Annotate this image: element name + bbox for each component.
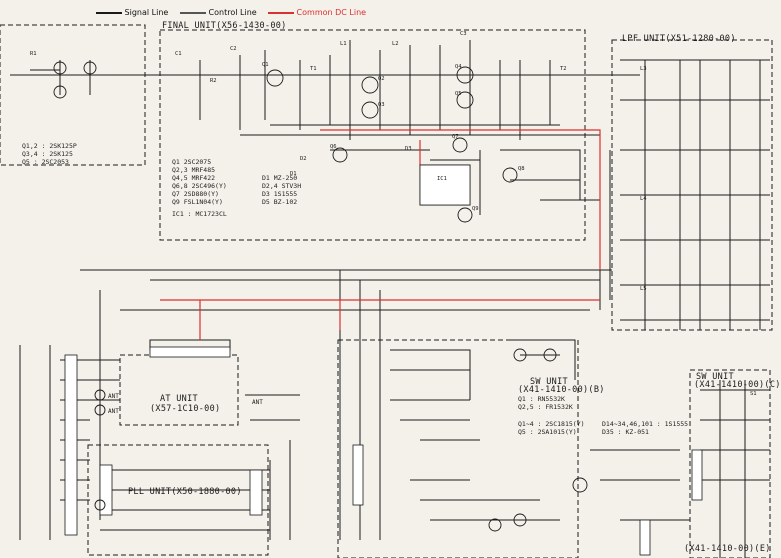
parts-line: Q5 : 2SA1015(Y) xyxy=(518,428,577,436)
ref-l5: L5 xyxy=(640,286,647,292)
ref-q8: Q8 xyxy=(518,166,525,172)
sw-unit-parts-list-3: D14~34,46,101 : 1S1555 D35 : KZ-051 xyxy=(602,420,688,436)
legend-control-swatch xyxy=(180,11,206,14)
parts-line: D5 BZ-102 xyxy=(262,198,298,206)
lpf-unit-box xyxy=(611,39,773,331)
legend-signal-label: Signal Line xyxy=(124,8,169,17)
legend-control-line: Control Line xyxy=(180,8,257,17)
ref-ic1: IC1 xyxy=(437,176,447,182)
at-unit-title: AT UNIT xyxy=(160,394,198,404)
parts-line: Q5 : 2SC2053 xyxy=(22,158,69,166)
parts-line: D1 MZ-250 xyxy=(262,174,298,182)
ref-q6: Q6 xyxy=(330,144,337,150)
sw-unit-parts-list-2: Q1~4 : 2SC1815(Y) Q5 : 2SA1015(Y) xyxy=(518,420,585,436)
ref-r2: R2 xyxy=(210,78,217,84)
ref-d3: D3 xyxy=(405,146,412,152)
transistor-symbols xyxy=(53,61,588,532)
parts-line: D14~34,46,101 : 1S1555 xyxy=(602,420,689,428)
sw-unit-e-code: (X41-1410-00)(E) xyxy=(684,544,771,554)
sw-unit-c-box xyxy=(689,369,771,558)
parts-line: Q1 : RN5532K xyxy=(518,395,565,403)
at-unit-box xyxy=(119,354,239,426)
sw-unit-c-title: SW UNIT xyxy=(696,372,734,382)
ref-l4: L4 xyxy=(640,196,647,202)
legend-common-dc-swatch xyxy=(268,11,294,14)
ant-pin-label: ANT xyxy=(108,393,119,400)
parts-line: Q1 2SC2075 xyxy=(172,158,212,166)
legend-signal-swatch xyxy=(96,11,122,14)
sw-unit-parts-list-1: Q1 : RN5532K Q2,5 : FR1532K xyxy=(518,395,573,411)
lpf-unit-title: LPF UNIT(X51-1280-00) xyxy=(622,34,736,44)
parts-line: Q2,3 MRF485 xyxy=(172,166,216,174)
parts-line: IC1 : MC1723CL xyxy=(172,210,227,218)
parts-line: Q1~4 : 2SC1815(Y) xyxy=(518,420,585,428)
component-refs: L1 L2 L3 L4 L5 C1 C2 C3 Q1 Q2 Q3 Q4 Q5 Q… xyxy=(30,31,757,397)
parts-line: D3 1S1555 xyxy=(262,190,298,198)
ref-d1: D1 xyxy=(290,171,297,177)
parts-line: D35 : KZ-051 xyxy=(602,428,649,436)
sw-unit-b-code: (X41-1410-00)(B) xyxy=(518,385,605,395)
sw-unit-c-code: (X41-1410-00)(C) xyxy=(694,380,781,390)
legend-common-dc-line: Common DC Line xyxy=(268,8,366,17)
parts-line: D2,4 STV3H xyxy=(262,182,302,190)
connectors xyxy=(64,164,703,556)
sw-unit-b-title: SW UNIT xyxy=(530,377,568,387)
ref-q4: Q4 xyxy=(455,64,462,70)
parts-line: Q7 2SD880(Y) xyxy=(172,190,219,198)
parts-line: Q6,8 2SC496(Y) xyxy=(172,182,227,190)
ref-c1: C1 xyxy=(175,51,182,57)
ref-c2: C2 xyxy=(230,46,237,52)
legend-common-dc-label: Common DC Line xyxy=(296,8,367,17)
ref-q9: Q9 xyxy=(472,206,479,212)
left-block-box xyxy=(0,24,146,166)
ref-q5: Q5 xyxy=(455,91,462,97)
ref-s1: S1 xyxy=(750,391,757,397)
ref-q1: Q1 xyxy=(262,62,269,68)
ref-d2: D2 xyxy=(300,156,307,162)
pll-unit-title: PLL UNIT(X50-1880-00) xyxy=(128,487,242,497)
ant-pin-label: ANT xyxy=(252,399,263,406)
parts-line: Q9 FSL1N04(Y) xyxy=(172,198,223,206)
at-unit-code: (X57-1C10-00) xyxy=(150,404,221,414)
ref-l3: L3 xyxy=(640,66,647,72)
pll-unit-box xyxy=(87,444,269,556)
common-dc-wiring xyxy=(160,129,601,340)
left-block-parts-list: Q1,2 : 2SK125P Q3,4 : 2SK125 Q5 : 2SC205… xyxy=(22,142,77,166)
parts-line: Q4,5 MRF422 xyxy=(172,174,216,182)
sw-unit-b-box xyxy=(337,339,579,558)
parts-line: Q2,5 : FR1532K xyxy=(518,403,573,411)
ref-q7: Q7 xyxy=(452,134,459,140)
signal-wiring xyxy=(10,40,770,558)
final-unit-transistor-list: Q1 2SC2075 Q2,3 MRF485 Q4,5 MRF422 Q6,8 … xyxy=(172,158,227,218)
final-unit-title: FINAL UNIT(X56-1430-00) xyxy=(162,21,287,31)
parts-line: Q1,2 : 2SK125P xyxy=(22,142,77,150)
legend-control-label: Control Line xyxy=(208,8,257,17)
legend-signal-line: Signal Line xyxy=(96,8,168,17)
ref-t2: T2 xyxy=(560,66,567,72)
ref-c3: C3 xyxy=(460,31,467,37)
ref-r1: R1 xyxy=(30,51,37,57)
ref-q2: Q2 xyxy=(378,76,385,82)
parts-line: Q3,4 : 2SK125 xyxy=(22,150,73,158)
ref-l2: L2 xyxy=(392,41,399,47)
ref-q3: Q3 xyxy=(378,102,385,108)
ant-pin-label: ANT xyxy=(108,408,119,415)
ref-t1: T1 xyxy=(310,66,317,72)
unit-boundaries xyxy=(0,24,773,558)
ref-l1: L1 xyxy=(340,41,347,47)
final-unit-diode-list: D1 MZ-250 D2,4 STV3H D3 1S1555 D5 BZ-102 xyxy=(262,174,301,206)
